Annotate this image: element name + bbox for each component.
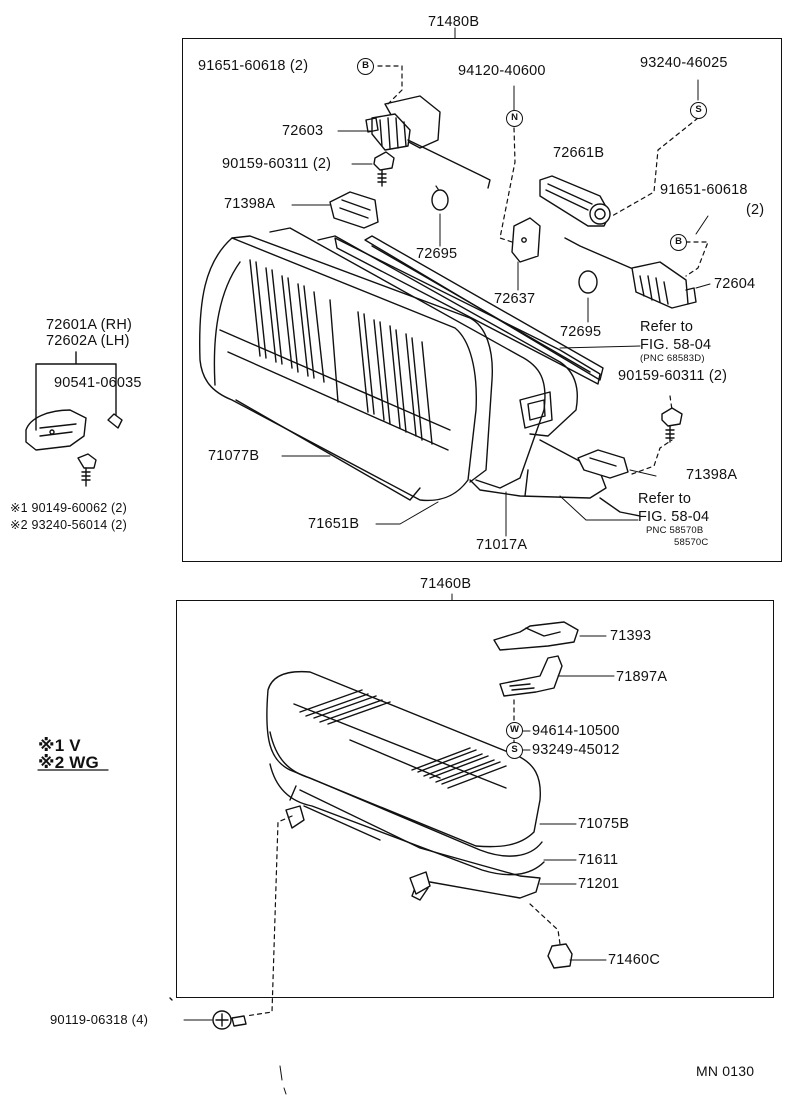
refer-1-pnc: (PNC 68583D) (640, 353, 705, 364)
lower-assembly-box (176, 600, 774, 998)
refer-1-line-1: Refer to (640, 319, 694, 335)
drawing-code: MN 0130 (696, 1063, 755, 1079)
part-label-90159-b: 90159-60311 (2) (618, 368, 728, 384)
part-label-91651-right-qty: (2) (746, 202, 765, 218)
legend-row-1: ※1 V (38, 736, 81, 755)
cover-72601a-drawing (25, 351, 123, 451)
part-label-71398a-left: 71398A (224, 196, 276, 212)
part-label-71398a-right: 71398A (686, 467, 738, 483)
part-label-72661b: 72661B (553, 145, 605, 161)
plug-72695-b-drawing (578, 270, 598, 294)
dashed-leaders-upper (377, 65, 709, 475)
part-label-72604: 72604 (714, 276, 756, 292)
part-label-71201: 71201 (578, 876, 620, 892)
bracket-71398a-right-drawing (577, 449, 629, 479)
part-label-72695-a: 72695 (416, 246, 458, 262)
latch-72603-drawing (365, 95, 491, 189)
legend-row-2: ※2 WG (38, 753, 99, 772)
lock-72661b-drawing (539, 175, 611, 227)
plug-72695-a-drawing (431, 189, 449, 211)
part-label-94614: 94614-10500 (532, 723, 620, 739)
refer-2-pnc-a: PNC 58570B (646, 525, 704, 536)
dashed-leaders-lower (245, 699, 561, 1017)
callout-s-top: S (690, 102, 707, 119)
part-label-72637: 72637 (494, 291, 536, 307)
assembly-number-lower: 71460B (420, 576, 472, 592)
callout-s-lower: S (506, 742, 523, 759)
note-90149: ※1 90149-60062 (2) (10, 501, 127, 515)
refer-2-line-2: FIG. 58-04 (638, 509, 710, 525)
seatback-cushion-drawing (198, 235, 493, 502)
part-label-72695-b: 72695 (560, 324, 602, 340)
part-label-72603: 72603 (282, 123, 324, 139)
part-label-93249: 93249-45012 (532, 742, 620, 758)
part-label-91651-right: 91651-60618 (660, 182, 748, 198)
part-label-71460c: 71460C (608, 952, 660, 968)
part-label-91651-top: 91651-60618 (2) (198, 58, 309, 74)
part-label-93240-top: 93240-46025 (640, 55, 728, 71)
part-label-71393: 71393 (610, 628, 652, 644)
part-label-71651b: 71651B (308, 516, 360, 532)
part-label-71075b: 71075B (578, 816, 630, 832)
leader-lines-lower (183, 27, 615, 1021)
refer-1-line-2: FIG. 58-04 (640, 337, 712, 353)
seatback-frame-drawing (269, 227, 607, 499)
part-label-90159-a: 90159-60311 (2) (222, 156, 332, 172)
seat-cushion-drawing (266, 670, 545, 901)
callout-w: W (506, 722, 523, 739)
part-label-72602a: 72602A (LH) (46, 333, 130, 349)
assembly-number-upper: 71480B (428, 14, 480, 30)
bolt-90119-drawing (212, 1010, 247, 1030)
part-label-71077b: 71077B (208, 448, 260, 464)
part-label-71897a: 71897A (616, 669, 668, 685)
part-label-94120: 94120-40600 (458, 63, 546, 79)
refer-2-pnc-b: 58570C (674, 537, 709, 548)
callout-b-top: B (357, 58, 374, 75)
latch-72604-drawing (564, 237, 697, 309)
part-label-71611: 71611 (578, 852, 619, 868)
part-label-72601a: 72601A (RH) (46, 317, 133, 333)
clip-71460c-drawing (547, 943, 573, 969)
note-93240: ※2 93240-56014 (2) (10, 518, 127, 532)
part-label-90541: 90541-06035 (54, 375, 142, 391)
callout-n: N (506, 110, 523, 127)
callout-b-right: B (670, 234, 687, 251)
part-label-71017a: 71017A (476, 537, 528, 553)
refer-2-line-1: Refer to (638, 491, 692, 507)
part-label-90119: 90119-06318 (4) (50, 1012, 149, 1027)
bracket-71398a-left-drawing (329, 191, 379, 229)
upper-assembly-box (182, 38, 782, 562)
screw-90149-drawing (77, 453, 97, 487)
bracket-71393-drawing (493, 621, 579, 651)
leader-lines-upper (281, 37, 711, 537)
bolt-90159-top-drawing (373, 151, 395, 187)
